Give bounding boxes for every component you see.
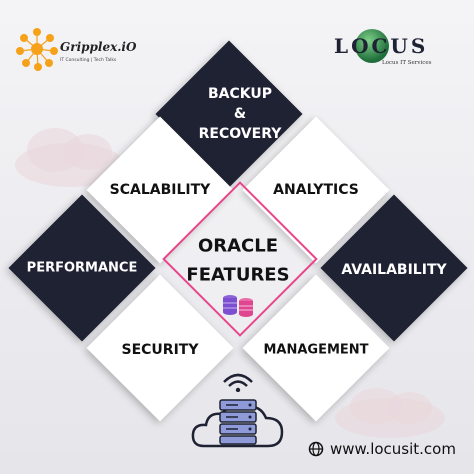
globe-icon <box>308 441 324 457</box>
label-performance: PERFORMANCE <box>26 260 138 276</box>
locus-globe-icon <box>355 29 389 63</box>
wifi-icon <box>223 373 253 392</box>
center-title-line1: ORACLE <box>197 235 279 257</box>
label-security: SECURITY <box>121 342 199 358</box>
gripplex-name: Gripplex.iO <box>60 40 137 54</box>
orange-network-icon <box>16 28 58 71</box>
label-availability: AVAILABILITY <box>341 262 447 278</box>
locus-tagline: Locus IT Services <box>382 60 432 66</box>
label-scalability: SCALABILITY <box>109 182 211 198</box>
cloud-decoration-left <box>15 128 125 187</box>
database-icon <box>223 295 253 317</box>
cloud-server-icon <box>191 399 284 448</box>
gripplex-tagline: IT Consulting | Tech Talks <box>60 58 117 63</box>
locus-name: LOCUS <box>334 34 429 58</box>
label-analytics: ANALYTICS <box>273 182 359 198</box>
footer-website[interactable]: www.locusit.com <box>308 440 456 458</box>
website-url[interactable]: www.locusit.com <box>330 440 456 458</box>
label-backup-recovery: BACKUP & RECOVERY <box>198 86 282 142</box>
center-title-line2: FEATURES <box>186 264 290 286</box>
cloud-decoration-right <box>335 388 445 438</box>
label-management: MANAGEMENT <box>263 342 369 358</box>
